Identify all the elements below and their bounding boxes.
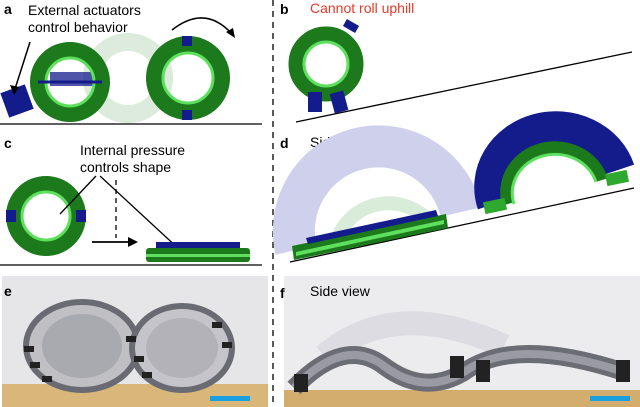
panel-f-title: Side view <box>310 283 370 299</box>
arch-robot-d <box>474 111 635 210</box>
panel-label-c: c <box>4 135 12 151</box>
pointer-line-c <box>59 175 97 215</box>
panel-a-caption-line2: control behavior <box>28 19 128 35</box>
pointer-arrow-a <box>13 41 31 93</box>
ghost-arch-d <box>272 125 482 255</box>
panel-c-illustration <box>0 175 262 266</box>
roll-arrow <box>171 17 233 35</box>
panel-c: c Internal pressure controls shape <box>0 130 270 270</box>
panel-label-b: b <box>280 1 289 17</box>
actuator-block <box>0 84 34 118</box>
panel-b: b Cannot roll uphill <box>276 0 640 130</box>
ring-robot-c <box>6 176 86 256</box>
panel-c-caption-line1: Internal pressure <box>80 142 186 158</box>
panel-label-d: d <box>280 135 289 151</box>
panel-label-a: a <box>4 1 12 17</box>
scale-bar-e <box>210 396 250 401</box>
panel-label-f: f <box>280 285 285 301</box>
panel-b-illustration <box>288 19 633 123</box>
panel-d-illustration <box>272 111 635 263</box>
panel-a-caption-line1: External actuators <box>28 2 141 18</box>
slope-line-d <box>289 187 635 263</box>
panel-b-title: Cannot roll uphill <box>310 0 415 16</box>
photo-f <box>284 276 640 407</box>
ring-robot-b <box>288 19 364 114</box>
pointer-line-c <box>99 175 181 251</box>
ring-robot-2 <box>146 36 230 120</box>
panel-e: e <box>0 276 270 407</box>
scale-bar-f <box>590 396 630 401</box>
panel-a-illustration <box>0 17 262 125</box>
panel-label-e-overlay: e <box>4 283 12 299</box>
ring-robot-1 <box>30 42 110 122</box>
photo-e <box>2 276 268 407</box>
slope-line-b <box>295 51 633 123</box>
panel-d: d Side view <box>272 111 640 270</box>
panel-f: f Side view <box>276 276 640 407</box>
flattened-robot <box>146 242 250 262</box>
panel-a: a External actuators control behavior <box>0 0 270 130</box>
panel-c-caption-line2: controls shape <box>80 159 172 175</box>
